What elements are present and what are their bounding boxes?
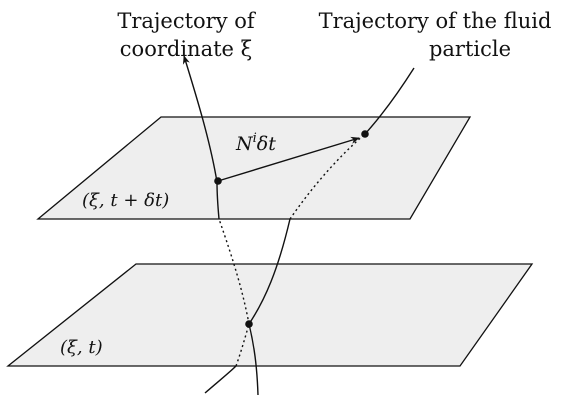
shift-vector-index: i (252, 131, 257, 146)
fluid-trajectory-label-line1: Trajectory of the fluid (318, 9, 552, 33)
shift-vector-arrow (217, 136, 360, 182)
coord-trajectory-label: Trajectory of coordinate ξ (112, 11, 260, 60)
shift-vector-base: N (236, 133, 253, 155)
point-upper-fluid (361, 130, 369, 138)
coord-trajectory-arrow (182, 55, 218, 183)
fluid-trajectory-label-line2: particle (428, 37, 512, 61)
upper-plane-label: (ξ, t + δt) (82, 190, 170, 211)
coord-trajectory-label-line2: coordinate ξ (119, 37, 253, 61)
fluid-trajectory-label: Trajectory of the fluid particle (308, 11, 562, 60)
coord-trajectory-top-segment (216, 181, 220, 220)
coord-trajectory-bottom (248, 323, 259, 396)
shift-vector-rest: δt (256, 133, 276, 155)
point-lower-intersection (245, 320, 253, 328)
fluid-trajectory-middle (248, 218, 291, 325)
coord-trajectory-label-line1: Trajectory of (117, 9, 255, 33)
fluid-trajectory-bottom-solid (204, 365, 237, 394)
upper-plane (36, 116, 472, 220)
coord-trajectory-hidden (218, 218, 250, 325)
lower-plane (6, 263, 534, 367)
lower-plane-label: (ξ, t) (60, 337, 103, 358)
point-upper-coordinate (214, 177, 222, 185)
fluid-trajectory-top (364, 67, 415, 135)
shift-vector-label: Niδt (236, 132, 276, 154)
